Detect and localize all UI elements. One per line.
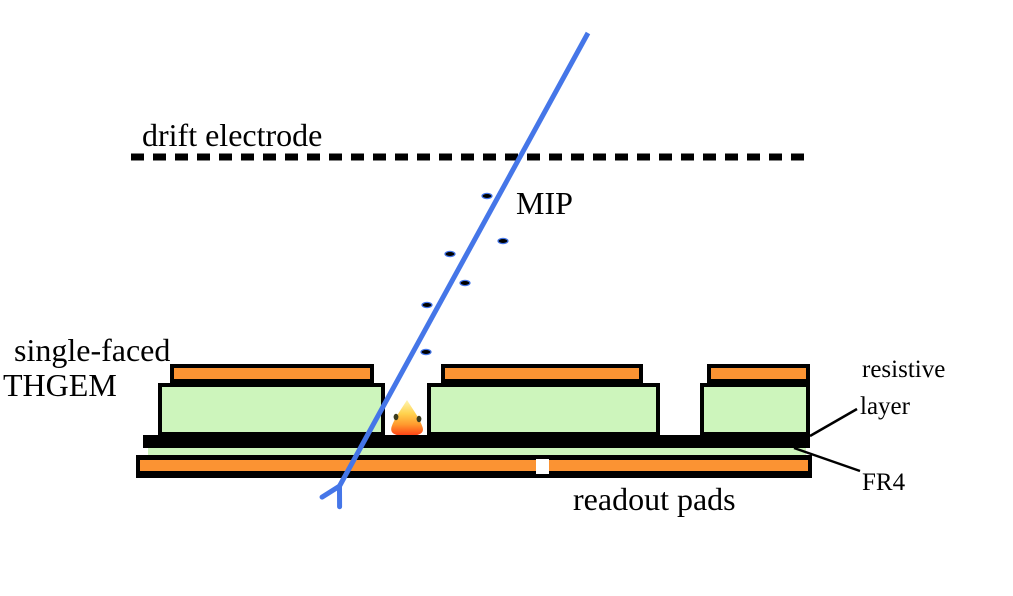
thgem-block-2 — [427, 383, 660, 436]
resistive-layer-label-line1: resistive — [862, 356, 945, 383]
fr4-label: FR4 — [862, 469, 906, 496]
ionization-electron-dot — [481, 192, 493, 200]
ionization-electrons — [420, 192, 509, 356]
flame-speck-left — [393, 413, 399, 421]
thgem-top-electrode-1 — [170, 364, 374, 383]
mip-label: MIP — [516, 185, 573, 221]
readout-pads-copper — [140, 460, 808, 471]
thgem-block-1 — [158, 383, 385, 436]
resistive-layer-bar — [143, 435, 810, 448]
thgem-top-electrode-3 — [707, 364, 810, 383]
ionization-electron-dot — [420, 348, 432, 356]
drift-electrode-label: drift electrode — [142, 117, 322, 153]
readout-pad-gap — [536, 459, 549, 474]
ionization-electron-dot — [421, 301, 433, 309]
avalanche-flame-icon — [391, 400, 423, 436]
ionization-electron-dot — [497, 237, 509, 245]
fr4-layer-bar — [148, 448, 806, 457]
thgem-block-3 — [700, 383, 810, 436]
mip-track-arrow — [319, 31, 591, 510]
resistive-layer-leader-line — [809, 407, 858, 438]
fr4-leader-line — [793, 446, 861, 473]
readout-pads-label: readout pads — [573, 481, 736, 517]
resistive-layer-label-line2: layer — [860, 393, 911, 420]
ionization-electron-dot — [444, 250, 456, 258]
flame-speck-right — [416, 415, 422, 423]
thgem-label-line1: single-faced — [14, 332, 170, 368]
thgem-label-line2: THGEM — [3, 367, 117, 403]
thgem-top-electrode-2 — [441, 364, 643, 383]
ionization-electron-dot — [459, 279, 471, 287]
